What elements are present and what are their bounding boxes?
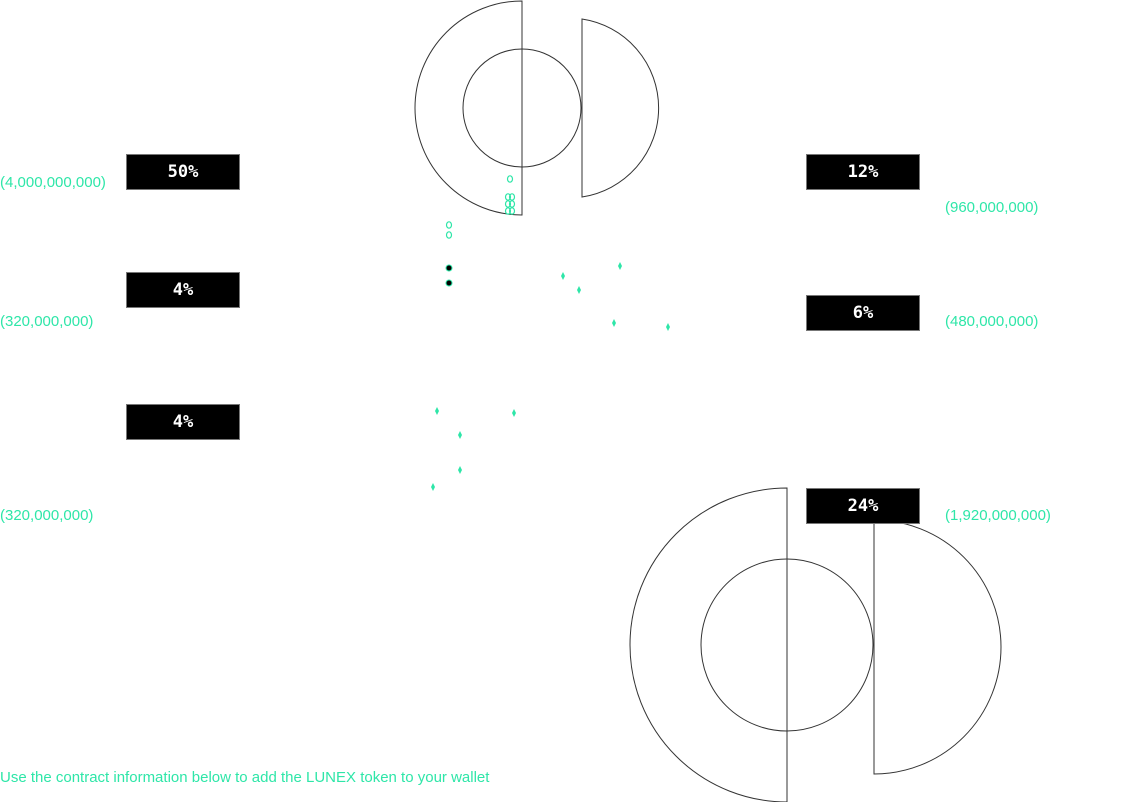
- allocation-amount-4b: (320,000,000): [0, 507, 94, 524]
- allocation-amount-50: (4,000,000,000): [0, 174, 106, 191]
- lunex-logo-icon: [629, 487, 1002, 802]
- ring-dot-cluster: [445, 175, 516, 239]
- allocation-amount-24: (1,920,000,000): [945, 507, 1051, 524]
- allocation-badge-4a: 4%: [126, 272, 240, 308]
- allocation-badge-6: 6%: [806, 295, 920, 331]
- allocation-badge-4b: 4%: [126, 404, 240, 440]
- lunex-logo-icon: [414, 0, 660, 216]
- allocation-amount-4a: (320,000,000): [0, 313, 94, 330]
- sparkle-icon: [431, 262, 670, 491]
- contract-info-text: Use the contract information below to ad…: [0, 769, 490, 786]
- allocation-badge-12: 12%: [806, 154, 920, 190]
- dark-dot-cluster: [445, 264, 453, 287]
- allocation-badge-50: 50%: [126, 154, 240, 190]
- allocation-amount-12: (960,000,000): [945, 199, 1039, 216]
- allocation-badge-24: 24%: [806, 488, 920, 524]
- allocation-amount-6: (480,000,000): [945, 313, 1039, 330]
